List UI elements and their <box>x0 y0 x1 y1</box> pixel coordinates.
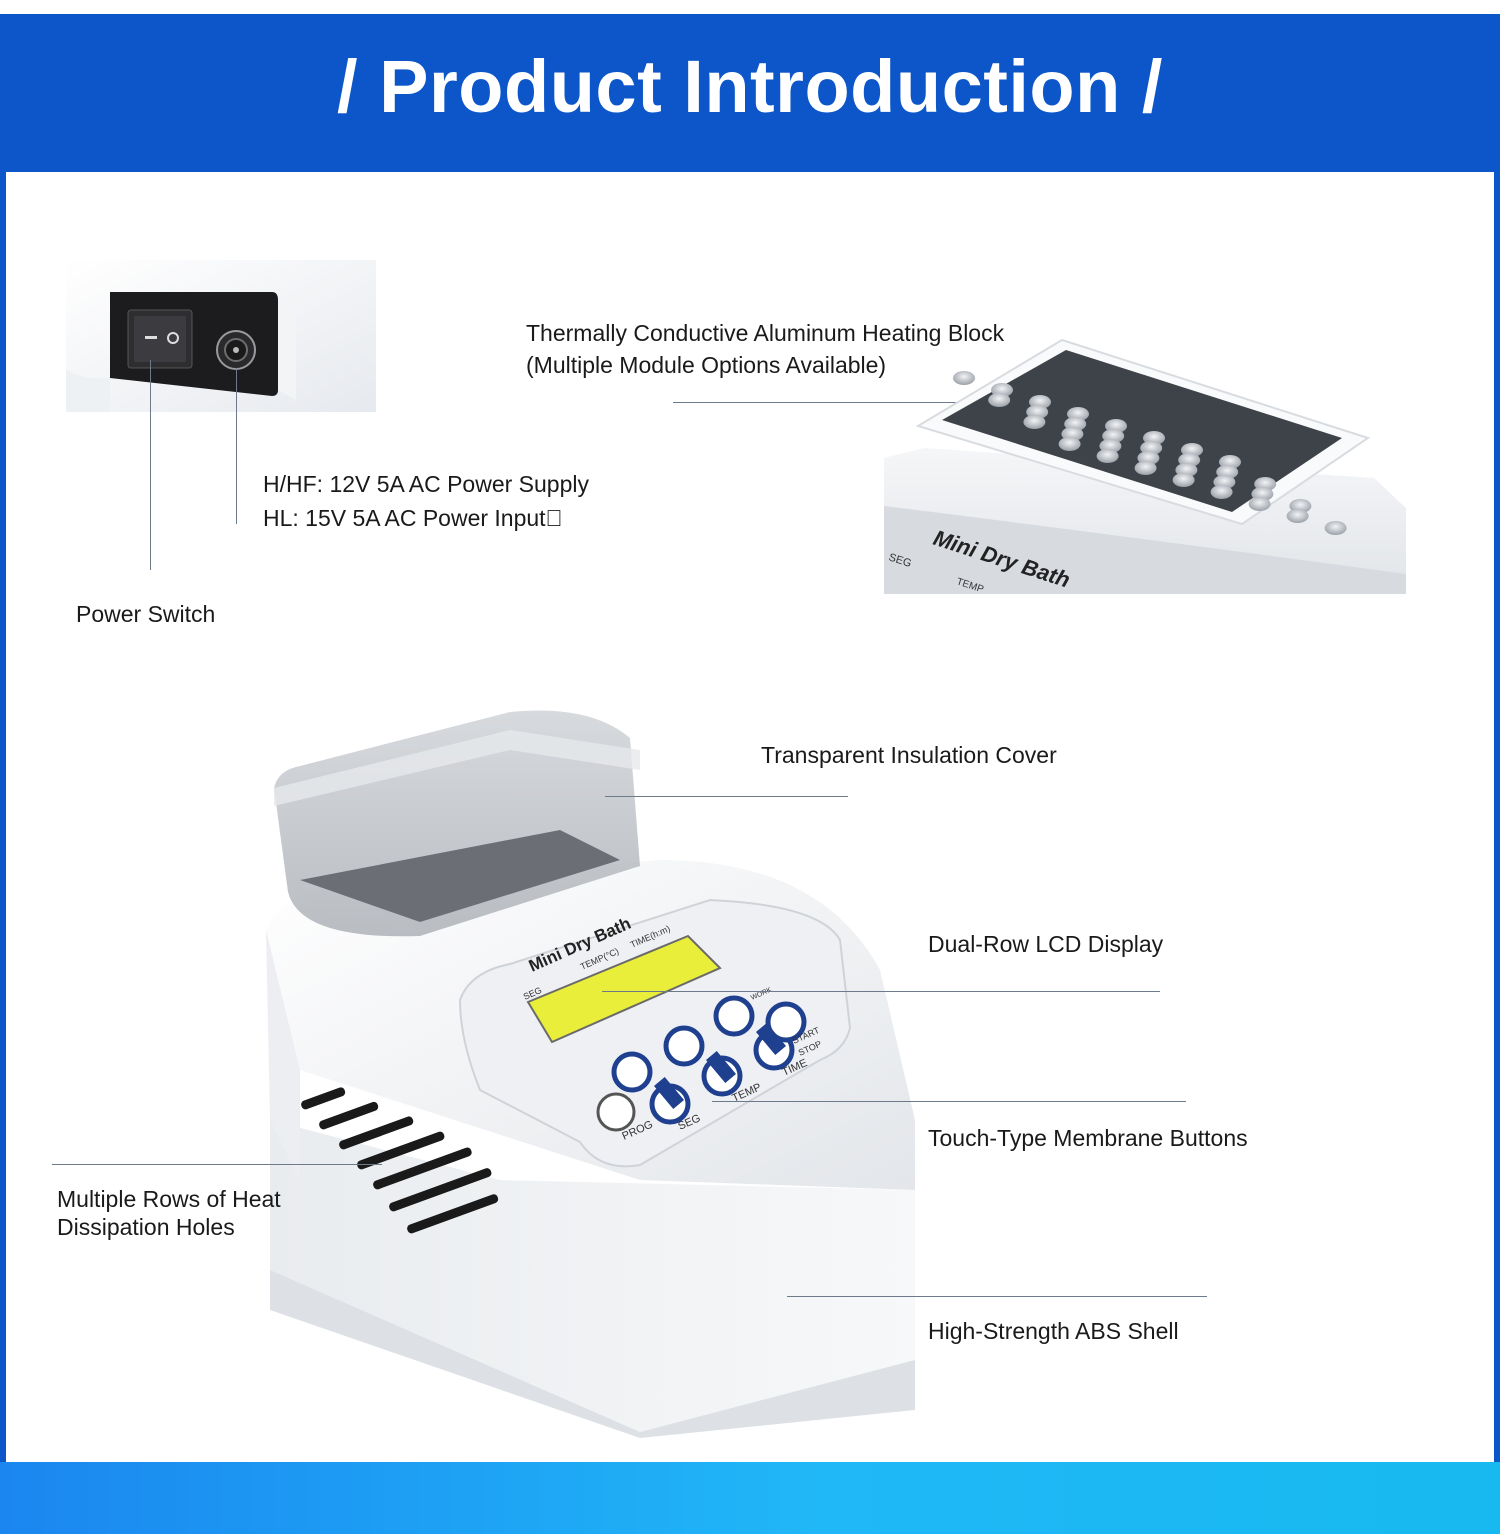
lcd-label: Dual-Row LCD Display <box>928 931 1164 957</box>
power-panel-photo <box>66 260 376 412</box>
footer-bar <box>0 1462 1500 1534</box>
block-well <box>953 371 975 385</box>
block-well <box>1058 437 1081 451</box>
buttons-leader <box>712 1101 1186 1102</box>
heating-block-leader <box>673 402 1018 403</box>
vents-label-line2: Dissipation Holes <box>57 1214 235 1240</box>
heating-block-photo: Mini Dry Bath SEG TEMP <box>884 338 1406 594</box>
block-well <box>1286 509 1309 523</box>
buttons-label: Touch-Type Membrane Buttons <box>928 1125 1248 1151</box>
power-input-leader <box>236 368 237 524</box>
block-well <box>988 393 1011 407</box>
block-well <box>1172 473 1195 487</box>
cover-leader <box>605 796 848 797</box>
mini-dry-bath-photo: Mini Dry Bath SEG TEMP(°C) TIME(h:m) PRO… <box>266 710 915 1438</box>
block-well <box>1210 485 1233 499</box>
block-well <box>1248 497 1271 511</box>
block-well <box>1324 521 1347 535</box>
page-title: / Product Introduction / <box>337 45 1163 128</box>
power-supply-label: H/HF: 12V 5A AC Power Supply <box>263 471 589 497</box>
vents-leader <box>52 1164 382 1165</box>
vents-label-line1: Multiple Rows of Heat <box>57 1186 281 1212</box>
shell-label: High-Strength ABS Shell <box>928 1318 1179 1344</box>
cover-label: Transparent Insulation Cover <box>761 742 1057 768</box>
heating-block-label-line1: Thermally Conductive Aluminum Heating Bl… <box>526 320 1005 346</box>
shell-leader <box>787 1296 1207 1297</box>
header-banner <box>0 14 1500 172</box>
power-switch-label: Power Switch <box>76 601 216 627</box>
content-frame <box>0 172 1500 1462</box>
block-well <box>1096 449 1119 463</box>
lcd-leader <box>602 991 1160 992</box>
block-well <box>1023 415 1046 429</box>
heating-block-label-line2: (Multiple Module Options Available) <box>526 352 887 378</box>
power-switch-leader <box>150 360 151 570</box>
power-input-label: HL: 15V 5A AC Power Input  <box>263 505 563 531</box>
block-well <box>1134 461 1157 475</box>
